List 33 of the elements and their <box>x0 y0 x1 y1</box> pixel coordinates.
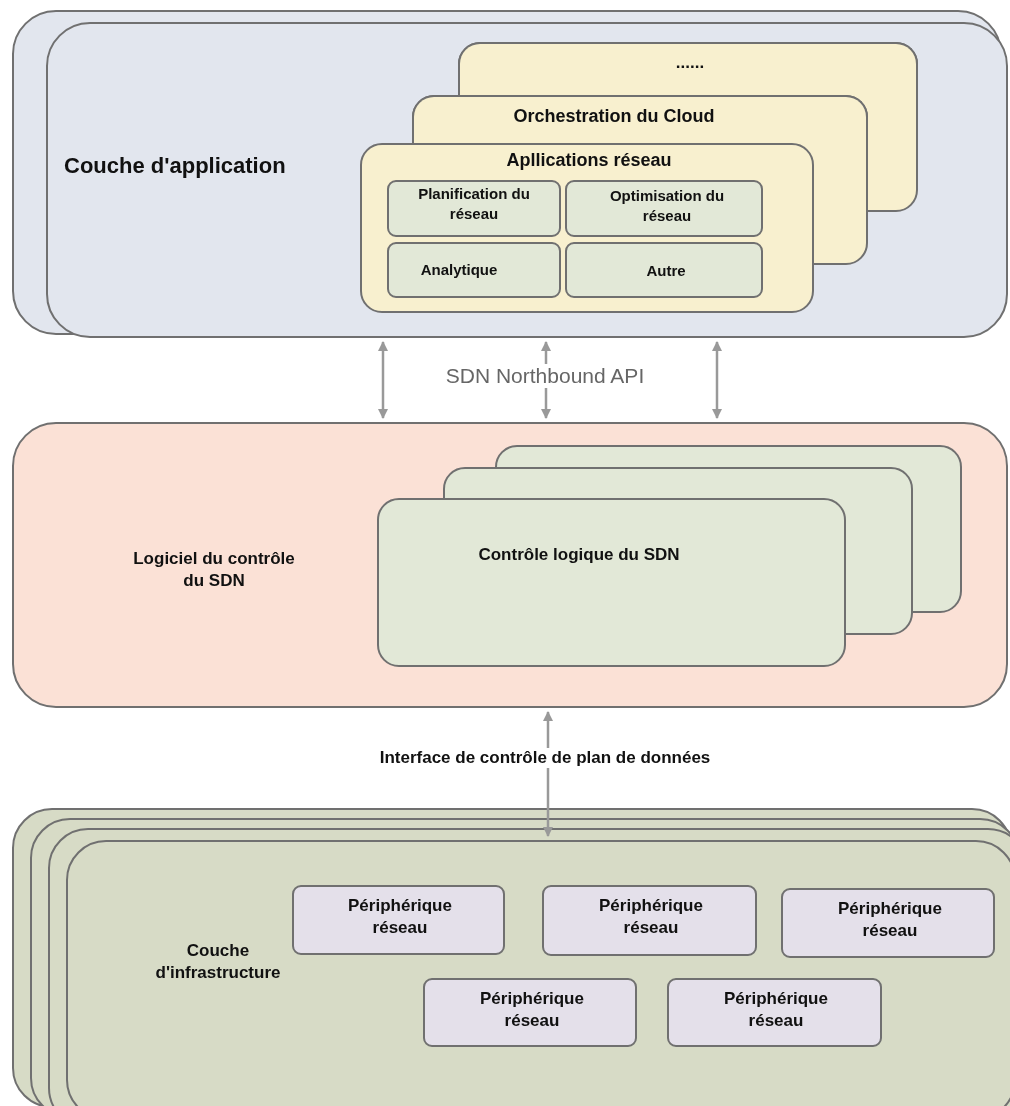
node-label: Périphérique réseau <box>837 898 943 943</box>
node-label: Orchestration du Cloud <box>512 105 716 128</box>
layer-panel <box>66 840 1010 1106</box>
module-box <box>565 242 763 298</box>
controller-card <box>377 498 846 667</box>
layer-panel <box>46 22 1008 338</box>
module-box <box>387 180 561 237</box>
node-label: Autre <box>645 261 687 281</box>
node-label: Périphérique réseau <box>723 988 829 1033</box>
device-box <box>542 885 757 956</box>
node-label: ...... <box>674 52 706 74</box>
layer-title: Couche d'infrastructure <box>154 940 282 985</box>
node-label: Apllications réseau <box>505 149 673 172</box>
module-box <box>387 242 561 298</box>
layer-title: Couche d'application <box>64 152 287 180</box>
device-box <box>781 888 995 958</box>
node-label: Analytique <box>419 260 499 280</box>
node-label: Périphérique réseau <box>479 988 585 1033</box>
card <box>360 143 814 313</box>
node-label: Planification du réseau <box>417 184 531 223</box>
double-arrow <box>543 711 553 837</box>
layer-panel <box>12 422 1008 708</box>
node-label: Contrôle logique du SDN <box>477 544 681 566</box>
device-box <box>423 978 637 1047</box>
device-box <box>292 885 505 955</box>
node-label: Périphérique réseau <box>347 895 453 940</box>
node-label: Périphérique réseau <box>598 895 704 940</box>
layer-title: Logiciel du contrôle du SDN <box>132 548 296 593</box>
module-box <box>565 180 763 237</box>
double-arrow <box>378 341 388 419</box>
double-arrow <box>712 341 722 419</box>
node-label: Optimisation du réseau <box>608 186 726 225</box>
device-box <box>667 978 882 1047</box>
